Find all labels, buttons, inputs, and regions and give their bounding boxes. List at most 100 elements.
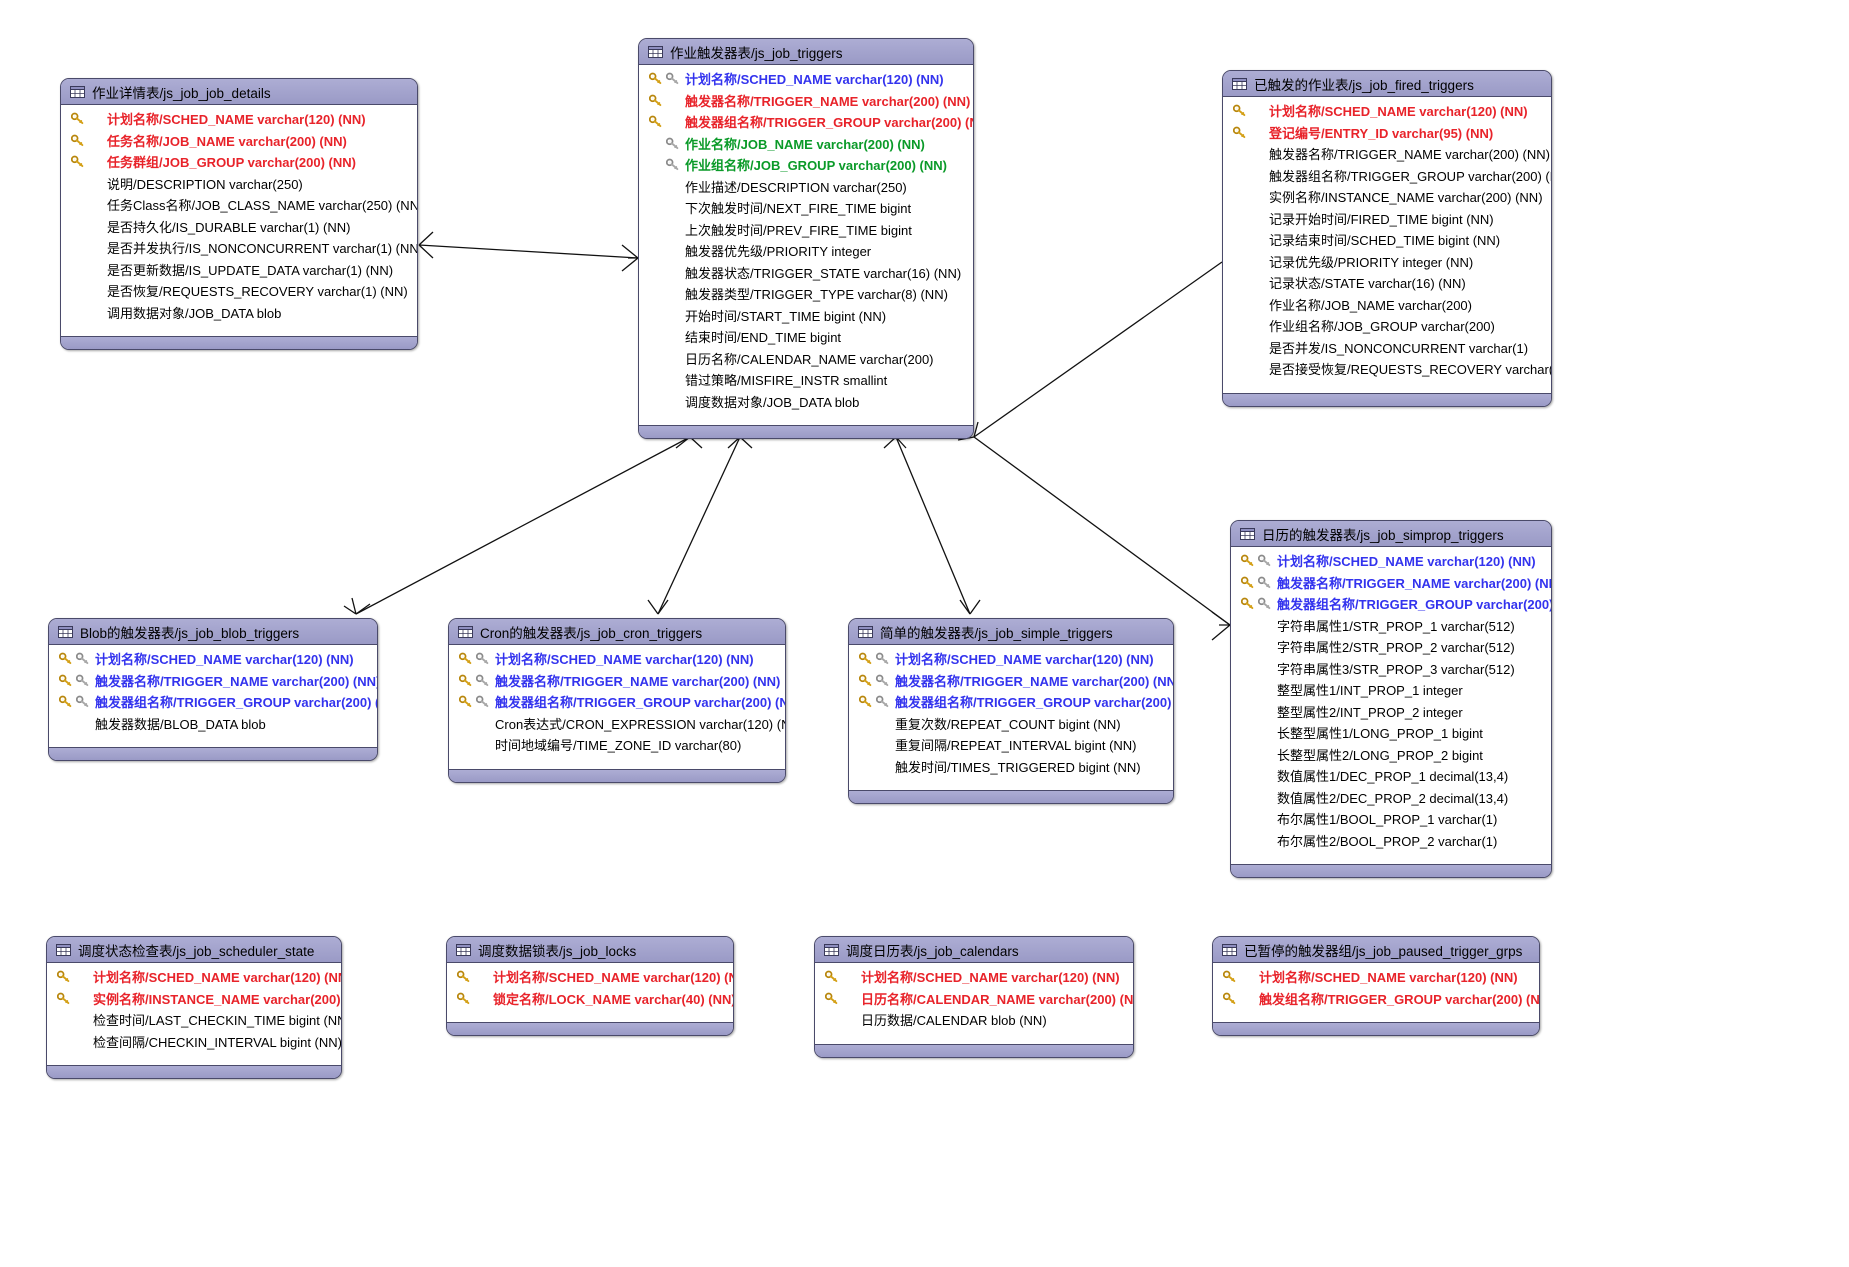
field-row[interactable]: 作业组名称/JOB_GROUP varchar(200) xyxy=(1223,315,1551,337)
field-row[interactable]: 是否持久化/IS_DURABLE varchar(1) (NN) xyxy=(61,216,417,238)
field-row[interactable]: 触发器名称/TRIGGER_NAME varchar(200) (NN) xyxy=(1223,143,1551,165)
field-row[interactable]: 计划名称/SCHED_NAME varchar(120) (NN) xyxy=(639,68,973,90)
field-row[interactable]: 时间地域编号/TIME_ZONE_ID varchar(80) xyxy=(449,734,785,756)
field-row[interactable]: 字符串属性1/STR_PROP_1 varchar(512) xyxy=(1231,615,1551,637)
field-row[interactable]: 记录开始时间/FIRED_TIME bigint (NN) xyxy=(1223,208,1551,230)
field-row[interactable]: 是否恢复/REQUESTS_RECOVERY varchar(1) (NN) xyxy=(61,280,417,302)
field-row[interactable]: 实例名称/INSTANCE_NAME varchar(200) (NN) xyxy=(47,988,341,1010)
field-row[interactable]: 触发器名称/TRIGGER_NAME varchar(200) (NN) xyxy=(849,670,1173,692)
entity-calendars[interactable]: 调度日历表/js_job_calendars 计划名称/SCHED_NAME va… xyxy=(814,936,1134,1058)
field-row[interactable]: 触发器数据/BLOB_DATA blob xyxy=(49,713,377,735)
field-row[interactable]: 布尔属性2/BOOL_PROP_2 varchar(1) xyxy=(1231,830,1551,852)
field-row[interactable]: 触发器名称/TRIGGER_NAME varchar(200) (NN) xyxy=(639,90,973,112)
field-row[interactable]: 调用数据对象/JOB_DATA blob xyxy=(61,302,417,324)
field-row[interactable]: 触发器组名称/TRIGGER_GROUP varchar(200) (NN) xyxy=(449,691,785,713)
entity-blob_triggers[interactable]: Blob的触发器表/js_job_blob_triggers 计划名称/SCHED… xyxy=(48,618,378,761)
entity-header-fired_triggers[interactable]: 已触发的作业表/js_job_fired_triggers xyxy=(1223,71,1551,97)
entity-job_details[interactable]: 作业详情表/js_job_job_details 计划名称/SCHED_NAME … xyxy=(60,78,418,350)
field-row[interactable]: 触发器组名称/TRIGGER_GROUP varchar(200) (NN) xyxy=(849,691,1173,713)
entity-cron_triggers[interactable]: Cron的触发器表/js_job_cron_triggers 计划名称/SCHED… xyxy=(448,618,786,783)
field-row[interactable]: 记录状态/STATE varchar(16) (NN) xyxy=(1223,272,1551,294)
field-row[interactable]: 计划名称/SCHED_NAME varchar(120) (NN) xyxy=(447,966,733,988)
entity-simprop_triggers[interactable]: 日历的触发器表/js_job_simprop_triggers 计划名称/SCHE… xyxy=(1230,520,1552,878)
field-row[interactable]: 作业组名称/JOB_GROUP varchar(200) (NN) xyxy=(639,154,973,176)
entity-locks[interactable]: 调度数据锁表/js_job_locks 计划名称/SCHED_NAME varch… xyxy=(446,936,734,1036)
field-row[interactable]: 检查间隔/CHECKIN_INTERVAL bigint (NN) xyxy=(47,1031,341,1053)
field-row[interactable]: 实例名称/INSTANCE_NAME varchar(200) (NN) xyxy=(1223,186,1551,208)
field-row[interactable]: 字符串属性2/STR_PROP_2 varchar(512) xyxy=(1231,636,1551,658)
entity-header-blob_triggers[interactable]: Blob的触发器表/js_job_blob_triggers xyxy=(49,619,377,645)
field-row[interactable]: 触发器名称/TRIGGER_NAME varchar(200) (NN) xyxy=(49,670,377,692)
field-row[interactable]: 计划名称/SCHED_NAME varchar(120) (NN) xyxy=(849,648,1173,670)
field-row[interactable]: 触发器名称/TRIGGER_NAME varchar(200) (NN) xyxy=(449,670,785,692)
entity-header-calendars[interactable]: 调度日历表/js_job_calendars xyxy=(815,937,1133,963)
field-row[interactable]: 触发器组名称/TRIGGER_GROUP varchar(200) (NN) xyxy=(49,691,377,713)
field-row[interactable]: 检查时间/LAST_CHECKIN_TIME bigint (NN) xyxy=(47,1009,341,1031)
field-row[interactable]: 是否并发执行/IS_NONCONCURRENT varchar(1) (NN) xyxy=(61,237,417,259)
field-row[interactable]: 计划名称/SCHED_NAME varchar(120) (NN) xyxy=(1213,966,1539,988)
entity-fired_triggers[interactable]: 已触发的作业表/js_job_fired_triggers 计划名称/SCHED_… xyxy=(1222,70,1552,407)
field-row[interactable]: 整型属性2/INT_PROP_2 integer xyxy=(1231,701,1551,723)
field-row[interactable]: 触发器状态/TRIGGER_STATE varchar(16) (NN) xyxy=(639,262,973,284)
field-row[interactable]: 整型属性1/INT_PROP_1 integer xyxy=(1231,679,1551,701)
field-row[interactable]: 日历名称/CALENDAR_NAME varchar(200) xyxy=(639,348,973,370)
field-row[interactable]: 计划名称/SCHED_NAME varchar(120) (NN) xyxy=(47,966,341,988)
field-row[interactable]: 长整型属性2/LONG_PROP_2 bigint xyxy=(1231,744,1551,766)
field-row[interactable]: 作业描述/DESCRIPTION varchar(250) xyxy=(639,176,973,198)
field-row[interactable]: 记录结束时间/SCHED_TIME bigint (NN) xyxy=(1223,229,1551,251)
field-row[interactable]: 登记编号/ENTRY_ID varchar(95) (NN) xyxy=(1223,122,1551,144)
field-row[interactable]: 触发器名称/TRIGGER_NAME varchar(200) (NN) xyxy=(1231,572,1551,594)
field-row[interactable]: 说明/DESCRIPTION varchar(250) xyxy=(61,173,417,195)
field-row[interactable]: 任务Class名称/JOB_CLASS_NAME varchar(250) (N… xyxy=(61,194,417,216)
field-row[interactable]: 计划名称/SCHED_NAME varchar(120) (NN) xyxy=(1231,550,1551,572)
entity-header-cron_triggers[interactable]: Cron的触发器表/js_job_cron_triggers xyxy=(449,619,785,645)
field-row[interactable]: 错过策略/MISFIRE_INSTR smallint xyxy=(639,369,973,391)
field-row[interactable]: 长整型属性1/LONG_PROP_1 bigint xyxy=(1231,722,1551,744)
field-row[interactable]: 触发组名称/TRIGGER_GROUP varchar(200) (NN) xyxy=(1213,988,1539,1010)
field-row[interactable]: 调度数据对象/JOB_DATA blob xyxy=(639,391,973,413)
field-row[interactable]: 日历数据/CALENDAR blob (NN) xyxy=(815,1009,1133,1031)
field-row[interactable]: 计划名称/SCHED_NAME varchar(120) (NN) xyxy=(449,648,785,670)
field-row[interactable]: 触发器组名称/TRIGGER_GROUP varchar(200) (NN) xyxy=(1223,165,1551,187)
field-row[interactable]: 是否并发/IS_NONCONCURRENT varchar(1) xyxy=(1223,337,1551,359)
field-row[interactable]: 开始时间/START_TIME bigint (NN) xyxy=(639,305,973,327)
entity-header-simprop_triggers[interactable]: 日历的触发器表/js_job_simprop_triggers xyxy=(1231,521,1551,547)
field-row[interactable]: 触发器类型/TRIGGER_TYPE varchar(8) (NN) xyxy=(639,283,973,305)
field-row[interactable]: 作业名称/JOB_NAME varchar(200) xyxy=(1223,294,1551,316)
field-row[interactable]: 触发器优先级/PRIORITY integer xyxy=(639,240,973,262)
field-row[interactable]: 计划名称/SCHED_NAME varchar(120) (NN) xyxy=(49,648,377,670)
field-row[interactable]: 数值属性2/DEC_PROP_2 decimal(13,4) xyxy=(1231,787,1551,809)
entity-header-simple_triggers[interactable]: 简单的触发器表/js_job_simple_triggers xyxy=(849,619,1173,645)
entity-header-scheduler_state[interactable]: 调度状态检查表/js_job_scheduler_state xyxy=(47,937,341,963)
field-row[interactable]: 任务名称/JOB_NAME varchar(200) (NN) xyxy=(61,130,417,152)
field-row[interactable]: 重复次数/REPEAT_COUNT bigint (NN) xyxy=(849,713,1173,735)
entity-scheduler_state[interactable]: 调度状态检查表/js_job_scheduler_state 计划名称/SCHED… xyxy=(46,936,342,1079)
entity-paused_trigger_grps[interactable]: 已暂停的触发器组/js_job_paused_trigger_grps 计划名称/… xyxy=(1212,936,1540,1036)
field-row[interactable]: 计划名称/SCHED_NAME varchar(120) (NN) xyxy=(61,108,417,130)
field-row[interactable]: 计划名称/SCHED_NAME varchar(120) (NN) xyxy=(1223,100,1551,122)
entity-header-locks[interactable]: 调度数据锁表/js_job_locks xyxy=(447,937,733,963)
field-row[interactable]: 触发器组名称/TRIGGER_GROUP varchar(200) (NN) xyxy=(1231,593,1551,615)
field-row[interactable]: 结束时间/END_TIME bigint xyxy=(639,326,973,348)
entity-header-job_triggers[interactable]: 作业触发器表/js_job_triggers xyxy=(639,39,973,65)
field-row[interactable]: 重复间隔/REPEAT_INTERVAL bigint (NN) xyxy=(849,734,1173,756)
field-row[interactable]: 触发时间/TIMES_TRIGGERED bigint (NN) xyxy=(849,756,1173,778)
field-row[interactable]: 是否更新数据/IS_UPDATE_DATA varchar(1) (NN) xyxy=(61,259,417,281)
field-row[interactable]: 数值属性1/DEC_PROP_1 decimal(13,4) xyxy=(1231,765,1551,787)
field-row[interactable]: 触发器组名称/TRIGGER_GROUP varchar(200) (NN) xyxy=(639,111,973,133)
field-row[interactable]: 记录优先级/PRIORITY integer (NN) xyxy=(1223,251,1551,273)
entity-header-paused_trigger_grps[interactable]: 已暂停的触发器组/js_job_paused_trigger_grps xyxy=(1213,937,1539,963)
field-row[interactable]: 上次触发时间/PREV_FIRE_TIME bigint xyxy=(639,219,973,241)
field-row[interactable]: Cron表达式/CRON_EXPRESSION varchar(120) (NN… xyxy=(449,713,785,735)
field-row[interactable]: 字符串属性3/STR_PROP_3 varchar(512) xyxy=(1231,658,1551,680)
entity-simple_triggers[interactable]: 简单的触发器表/js_job_simple_triggers 计划名称/SCHED… xyxy=(848,618,1174,804)
field-row[interactable]: 作业名称/JOB_NAME varchar(200) (NN) xyxy=(639,133,973,155)
field-row[interactable]: 下次触发时间/NEXT_FIRE_TIME bigint xyxy=(639,197,973,219)
field-row[interactable]: 是否接受恢复/REQUESTS_RECOVERY varchar(1) xyxy=(1223,358,1551,380)
field-row[interactable]: 布尔属性1/BOOL_PROP_1 varchar(1) xyxy=(1231,808,1551,830)
field-row[interactable]: 计划名称/SCHED_NAME varchar(120) (NN) xyxy=(815,966,1133,988)
field-row[interactable]: 日历名称/CALENDAR_NAME varchar(200) (NN) xyxy=(815,988,1133,1010)
entity-job_triggers[interactable]: 作业触发器表/js_job_triggers 计划名称/SCHED_NAME va… xyxy=(638,38,974,439)
entity-header-job_details[interactable]: 作业详情表/js_job_job_details xyxy=(61,79,417,105)
field-row[interactable]: 任务群组/JOB_GROUP varchar(200) (NN) xyxy=(61,151,417,173)
